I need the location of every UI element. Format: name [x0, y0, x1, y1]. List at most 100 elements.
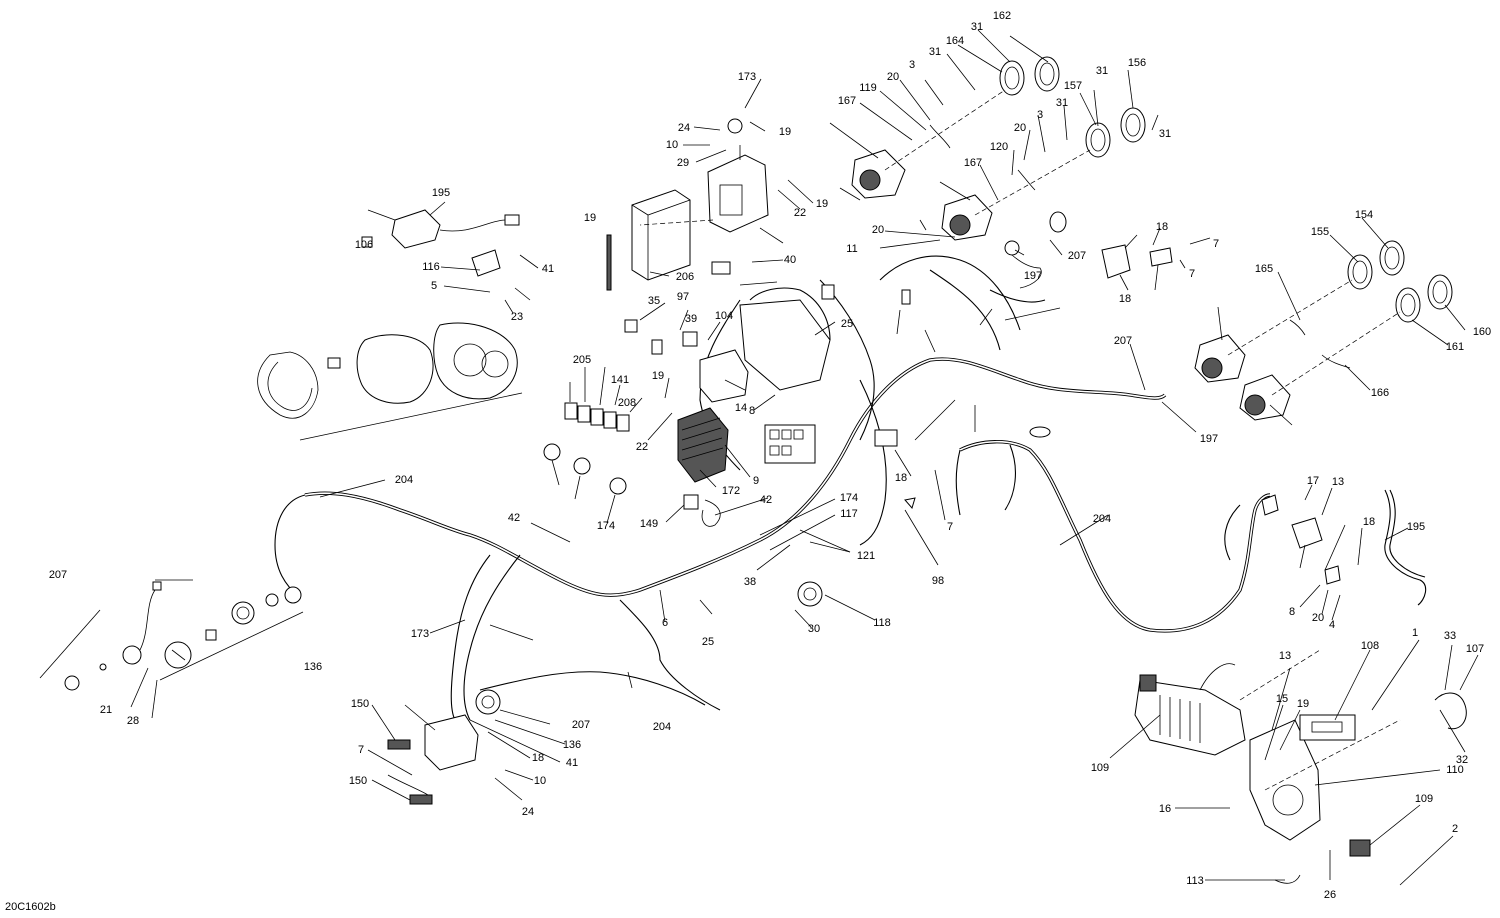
part-label-118: 120 [990, 141, 1008, 153]
part-label-129: 166 [1371, 387, 1389, 399]
part-label-133: 172 [722, 485, 740, 497]
part-label-20-c: 20 [872, 224, 884, 236]
part-label-173-text: 173 [411, 628, 429, 640]
part-label-122: 156 [1128, 57, 1146, 69]
part-label-124: 160 [1473, 326, 1491, 338]
part-label-115: 117 [840, 508, 858, 520]
part-label-134: 174 [597, 520, 615, 532]
part-label-39: 41 [542, 263, 554, 275]
part-label-20-d: 20 [1312, 612, 1324, 624]
part-label-35: 38 [744, 576, 756, 588]
part-label-150-text-a: 150 [351, 698, 369, 710]
part-label-1: 1 [1412, 627, 1418, 639]
part-label-3-b: 3 [1037, 109, 1043, 121]
part-label-130-b: 167 [964, 157, 982, 169]
relay-bank [543, 402, 630, 495]
part-label-125: 161 [1446, 341, 1464, 353]
part-label-106: 106 [355, 239, 373, 251]
part-label-97: 97 [677, 291, 689, 303]
part-label-9: 9 [753, 475, 759, 487]
part-label-31-b: 31 [929, 46, 941, 58]
part-label-32: 32 [1456, 754, 1468, 766]
part-label-10-b: 10 [534, 775, 546, 787]
part-label-130-a: 167 [838, 95, 856, 107]
part-label-127: 164 [946, 35, 964, 47]
part-label-7-e: 7 [358, 744, 364, 756]
part-label-10-a: 10 [666, 139, 678, 151]
part-label-104: 104 [715, 310, 733, 322]
part-label-128: 165 [1255, 263, 1273, 275]
part-label-142: 206 [676, 271, 694, 283]
part-label-13-b: 13 [1279, 650, 1291, 662]
harness-204-right [955, 440, 1271, 633]
part-label-204-text-b: 204 [1093, 513, 1111, 525]
part-label-19-b: 19 [816, 198, 828, 210]
part-label-123: 157 [1064, 80, 1082, 92]
part-label-113: 113 [1186, 875, 1204, 887]
part-label-136-text-a: 136 [304, 661, 322, 673]
part-label-6: 6 [662, 617, 668, 629]
part-labels: 162 31 164 31 3 20 119 167 173 24 19 10 … [49, 10, 1491, 901]
part-label-18-a: 18 [1156, 221, 1168, 233]
relay-171 [1261, 494, 1341, 585]
part-label-22-a: 22 [794, 207, 806, 219]
part-label-144-d: 207 [572, 719, 590, 731]
part-label-14: 14 [735, 402, 747, 414]
part-label-148: 208 [618, 397, 636, 409]
part-label-29: 29 [677, 157, 689, 169]
part-label-20-b: 20 [1014, 122, 1026, 134]
part-label-126: 162 [993, 10, 1011, 22]
part-label-144-b: 207 [1114, 335, 1132, 347]
part-label-19-e: 19 [1297, 698, 1309, 710]
light-144-207 [1004, 211, 1173, 289]
part-label-204-text-c: 204 [653, 721, 671, 733]
part-label-16: 16 [1159, 803, 1171, 815]
part-label-2: 2 [1452, 823, 1458, 835]
diagram-code: 20C1602b [5, 901, 56, 913]
part-label-18-c: 18 [895, 472, 907, 484]
part-label-98: 98 [932, 575, 944, 587]
part-label-42-text: 42 [760, 494, 772, 506]
winch-110 [1134, 649, 1467, 884]
part-label-195-text: 195 [1407, 521, 1425, 533]
part-label-120: 154 [1355, 209, 1373, 221]
part-label-114: 116 [422, 261, 440, 273]
part-label-18-e: 18 [1363, 516, 1375, 528]
part-label-36: 39 [685, 313, 697, 325]
part-label-140: 205 [573, 354, 591, 366]
part-label-121: 155 [1311, 226, 1329, 238]
part-label-25-b: 25 [702, 636, 714, 648]
module-206-160 [606, 118, 769, 291]
part-label-24-b: 24 [522, 806, 534, 818]
part-label-8-b: 8 [1289, 606, 1295, 618]
part-label-19-c: 19 [584, 212, 596, 224]
part-label-18-b: 18 [1119, 293, 1131, 305]
part-label-13-a: 13 [1332, 476, 1344, 488]
part-label-25-a: 25 [841, 318, 853, 330]
part-label-110: 109 [1091, 762, 1109, 774]
leader-lines [130, 29, 1479, 886]
harness-195 [1384, 489, 1427, 606]
part-label-23: 23 [511, 311, 523, 323]
light-group-136 [39, 579, 304, 691]
part-label-34: 35 [648, 295, 660, 307]
part-label-109-text: 109 [1415, 793, 1433, 805]
part-label-19-d: 19 [652, 370, 664, 382]
fuse-box [699, 299, 898, 464]
upper-light-assemblies [851, 56, 1453, 421]
part-label-7-d: 7 [947, 521, 953, 533]
part-label-7-b: 7 [1213, 238, 1219, 250]
part-label-8-text: 8 [749, 405, 755, 417]
part-label-139-b: 197 [1200, 433, 1218, 445]
part-label-149-text: 149 [640, 518, 658, 530]
part-label-107: 107 [1466, 643, 1484, 655]
part-label-4: 4 [1329, 619, 1335, 631]
part-label-41-text: 41 [566, 757, 578, 769]
part-label-30: 30 [808, 623, 820, 635]
part-label-204-text-a: 204 [395, 474, 413, 486]
main-harness [274, 255, 1167, 721]
part-label-117: 119 [859, 82, 877, 94]
light-bracket-161 [387, 689, 501, 805]
part-label-26: 26 [1324, 889, 1336, 901]
